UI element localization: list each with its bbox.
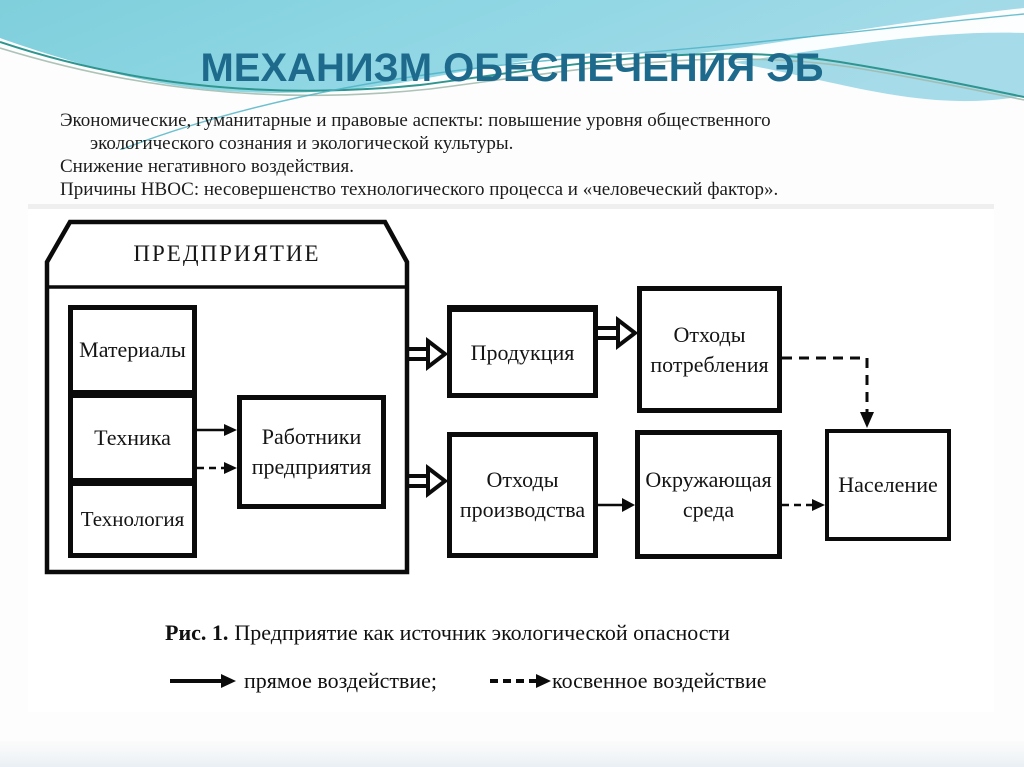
intro-line-4: Причины НВОС: несовершенство технологиче…	[60, 179, 779, 200]
intro-line-2: экологического сознания и экологической …	[90, 133, 514, 154]
box-technics: Техника	[68, 393, 197, 483]
box-production-waste-line-1: Отходы	[486, 467, 559, 493]
box-workers: Работники предприятия	[237, 395, 386, 509]
box-technology-label: Технология	[80, 507, 185, 532]
intro-line-1: Экономические, гуманитарные и правовые а…	[60, 110, 771, 131]
box-population: Население	[825, 429, 951, 541]
box-materials: Материалы	[68, 305, 197, 395]
wave-sage-line	[0, 47, 1024, 101]
page-title: МЕХАНИЗМ ОБЕСПЕЧЕНИЯ ЭБ	[200, 46, 824, 90]
box-consumption-waste-line-1: Отходы	[673, 321, 746, 347]
box-population-label: Население	[838, 472, 938, 498]
box-environment-line-2: среда	[682, 496, 735, 522]
box-consumption-waste: Отходы потребления	[637, 286, 782, 413]
box-workers-line-1: Работники	[261, 424, 362, 450]
intro-line-3: Снижение негативного воздействия.	[60, 156, 354, 177]
wave-decoration	[0, 0, 1024, 150]
intro-text: Экономические, гуманитарные и правовые а…	[60, 109, 990, 201]
wave-blue-line	[119, 13, 1024, 150]
wave-blue-band	[0, 0, 1024, 102]
box-materials-label: Материалы	[79, 337, 186, 363]
figure-caption-text: Предприятие как источник экологической о…	[234, 620, 730, 645]
enterprise-label: ПРЕДПРИЯТИЕ	[133, 241, 321, 266]
legend-direct-label: прямое воздействие;	[244, 668, 438, 693]
figure-number: Рис. 1.	[165, 620, 229, 645]
box-production: Продукция	[447, 305, 598, 398]
box-production-waste-line-2: производства	[459, 497, 586, 522]
box-production-waste: Отходы производства	[447, 432, 598, 558]
box-environment: Окружающая среда	[635, 430, 782, 559]
figure-caption: Рис. 1.Предприятие как источник экологич…	[165, 620, 730, 646]
legend-indirect-label: косвенное воздействие	[552, 668, 767, 693]
bottom-decoration-band	[0, 741, 1024, 767]
box-environment-line-1: Окружающая	[645, 466, 772, 492]
wave-teal-line	[0, 41, 1024, 98]
box-production-label: Продукция	[470, 339, 575, 365]
box-workers-line-2: предприятия	[251, 454, 372, 479]
box-consumption-waste-line-2: потребления	[650, 351, 769, 377]
scan-top-edge	[28, 204, 994, 209]
box-technics-label: Техника	[94, 425, 171, 451]
box-technology: Технология	[68, 481, 197, 558]
